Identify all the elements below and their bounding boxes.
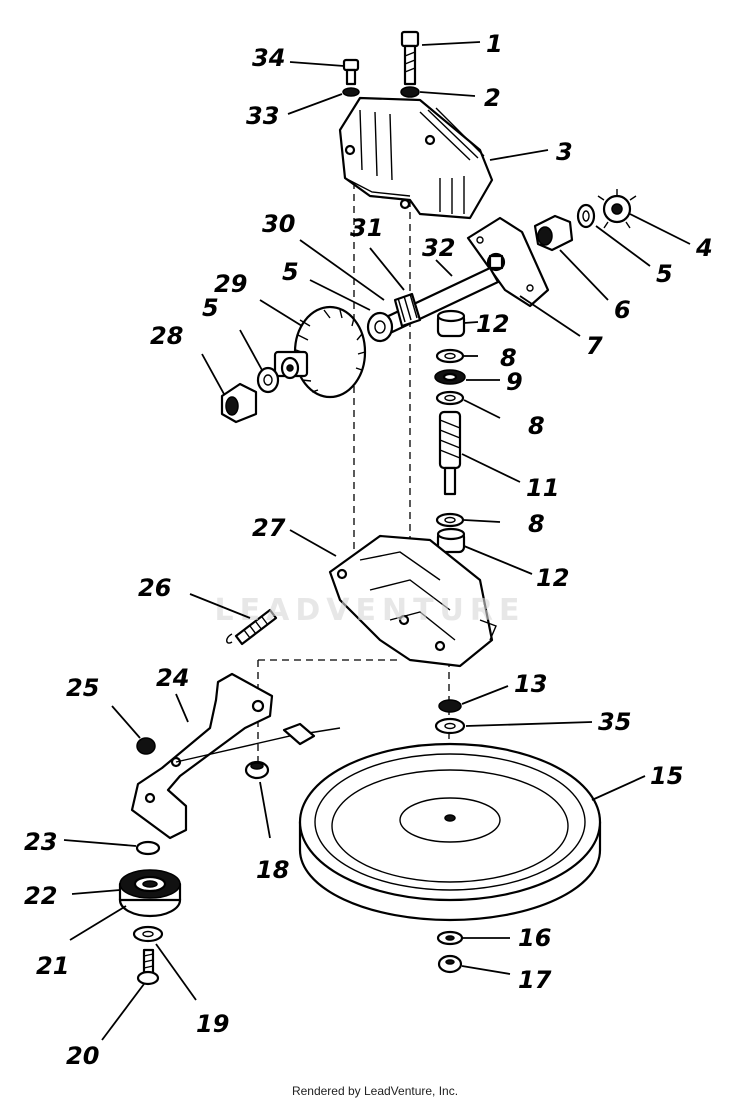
callout-32: 32 [422,234,455,262]
footer-credit: Rendered by LeadVenture, Inc. [291,1084,459,1098]
part-washer-23 [135,840,161,856]
callout-35: 35 [598,708,631,736]
part-lower-housing-27 [328,534,497,668]
callout-19: 19 [196,1010,229,1038]
part-bushing-6 [533,214,574,252]
callout-15: 15 [650,762,683,790]
callout-23: 23 [24,828,57,856]
part-washer-19 [132,925,164,943]
callout-29: 29 [214,270,247,298]
callout-12-bottom: 12 [536,564,569,592]
callout-25: 25 [66,674,99,702]
part-helical-gear-29 [273,305,367,399]
part-washer-8-bottom [435,512,465,528]
part-drive-pulley-15 [298,742,602,922]
part-bearing-9 [434,369,466,385]
callout-5-middle: 5 [282,258,299,286]
callout-9: 9 [506,368,523,396]
callout-24: 24 [156,664,189,692]
part-nut-17 [437,954,463,974]
callout-11: 11 [526,474,559,502]
part-nut-25 [136,737,156,755]
part-plate-7 [466,216,550,308]
part-washer-35 [434,717,466,735]
part-screw-34 [342,58,360,86]
callout-20: 20 [66,1042,99,1070]
callout-8-top: 8 [500,344,517,372]
part-collar-5-left [366,311,394,343]
callout-21: 21 [36,952,69,980]
part-gear-housing-cover-3 [338,96,494,220]
watermark: LEADVENTURE [215,593,526,628]
part-washer-8-top [435,348,465,364]
callout-8-bottom: 8 [528,510,545,538]
callout-4: 4 [695,234,713,262]
part-washer-5-right [576,203,596,229]
callout-2: 2 [484,84,501,112]
part-cable [175,722,341,763]
callout-1: 1 [486,30,503,58]
callout-7: 7 [586,332,603,360]
callout-leader-lines [63,41,691,1041]
part-bushing-12-bottom [436,527,466,554]
part-bushing-12-top [436,309,466,338]
part-sprocket-4 [597,189,637,229]
callout-labels: 1 2 3 4 5 5 5 6 7 8 8 8 9 11 12 12 13 15… [24,30,713,1070]
part-shaft-32 [378,266,500,336]
part-bolt-1 [400,30,420,86]
callout-27: 27 [252,514,286,542]
callout-13: 13 [514,670,547,698]
part-bushing-28 [220,382,258,424]
part-washer-2 [400,86,420,98]
callout-12-top: 12 [476,310,509,338]
callout-28: 28 [150,322,183,350]
callout-17: 17 [518,966,552,994]
part-washer-16 [436,930,464,946]
part-nut-18 [244,760,270,780]
part-worm-gear-11 [438,410,462,496]
callout-16: 16 [518,924,551,952]
callout-6: 6 [614,296,631,324]
callout-18: 18 [256,856,289,884]
part-washer-33 [342,87,360,97]
callout-5-right: 5 [656,260,673,288]
part-nut-13 [438,699,462,713]
callout-26: 26 [138,574,171,602]
callout-33: 33 [246,102,279,130]
callout-30: 30 [262,210,295,238]
callout-22: 22 [24,882,57,910]
part-idler-pulley-22 [118,869,182,918]
part-bolt-20 [136,948,160,986]
callout-5-left: 5 [202,294,219,322]
callout-3: 3 [556,138,573,166]
part-washer-8-middle [435,390,465,406]
callout-8-middle: 8 [528,412,545,440]
part-washer-5-left [256,366,280,394]
callout-31: 31 [350,214,383,242]
callout-34: 34 [252,44,285,72]
part-spring-26 [226,608,278,646]
